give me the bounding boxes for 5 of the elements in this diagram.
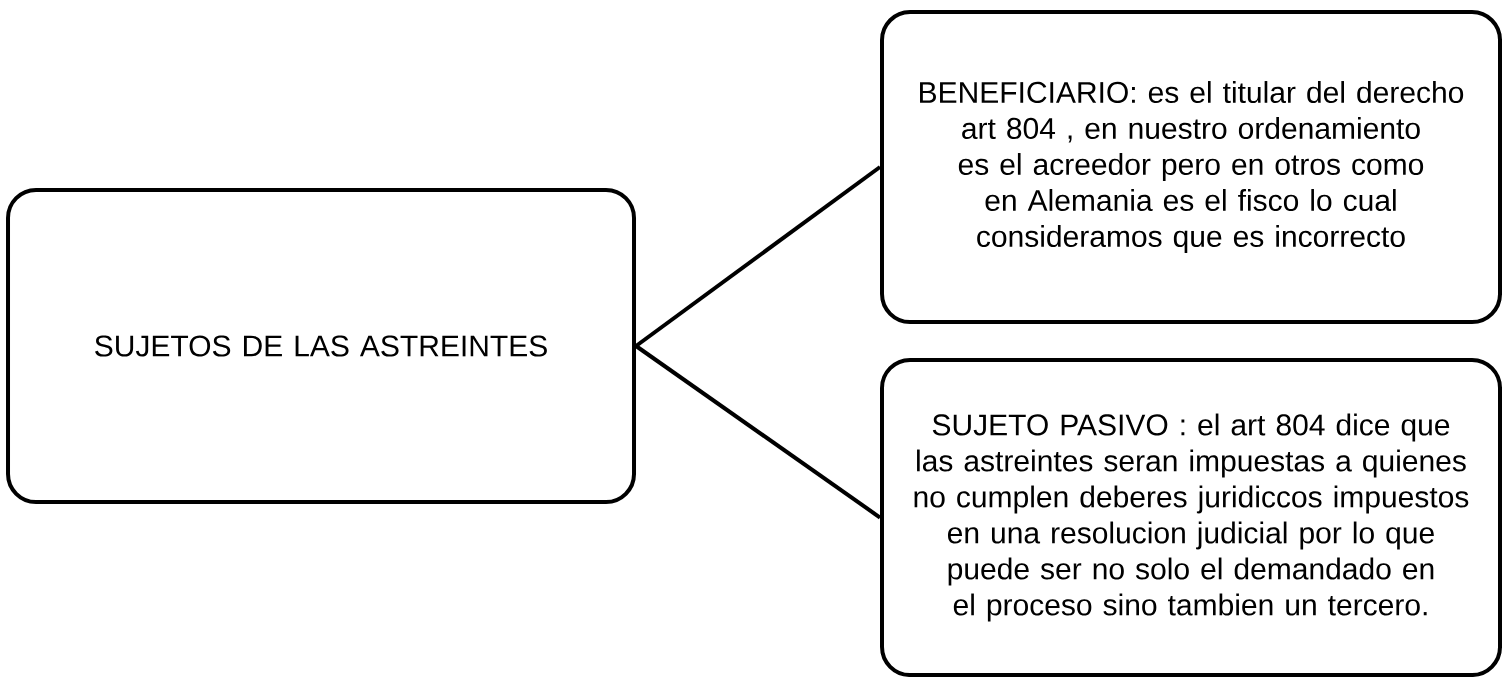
- text-box: SUJETO PASIVO : el art 804 dice que las astreintes seran impuestas a quienes no cumplen deberes juridiccos impuestos en una resolucion judicial por lo que puede ser no solo el demandado en el proceso sino tambien un tercero.: [880, 358, 1502, 677]
- text-box: SUJETOS DE LAS ASTREINTES: [6, 188, 636, 504]
- text-box: BENEFICIARIO: es el titular del derecho art 804 , en nuestro ordenamiento es el acreedor pero en otros como en Alemania es el fisco lo cual consideramos que es incorrecto: [880, 10, 1502, 324]
- connector-line: [634, 344, 882, 520]
- connector-line: [634, 165, 882, 348]
